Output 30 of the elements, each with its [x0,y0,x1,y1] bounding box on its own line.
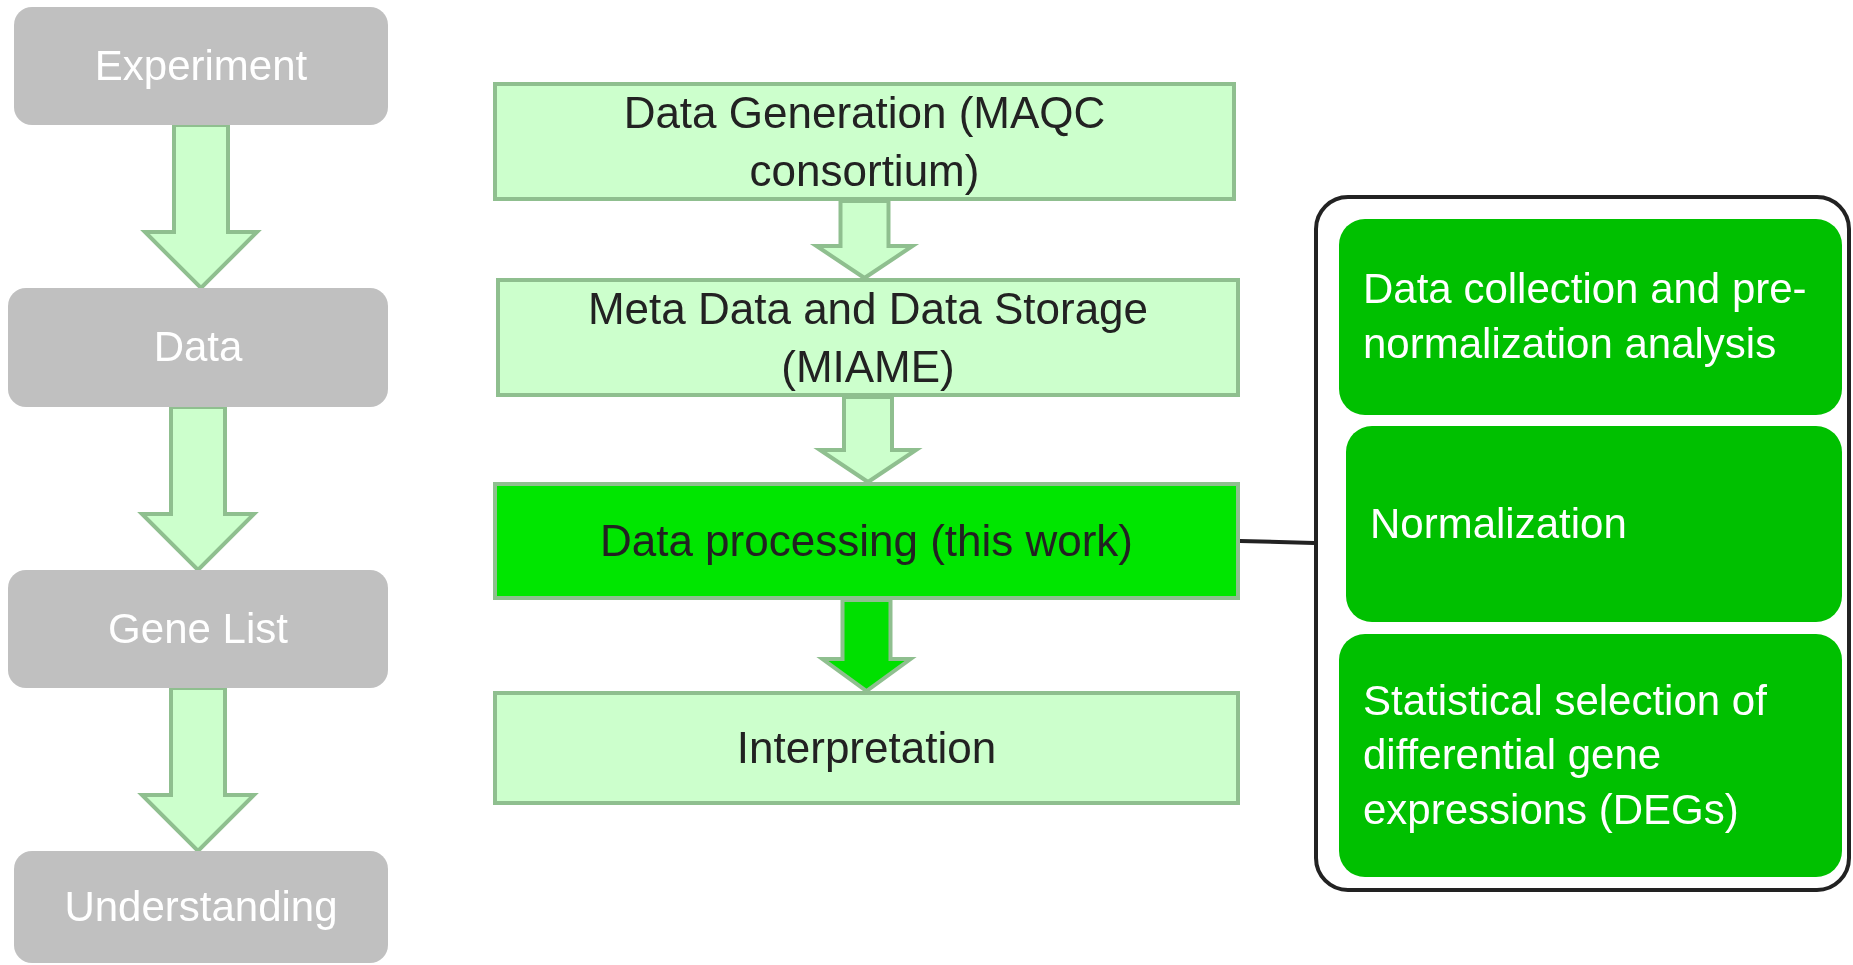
process-box [493,82,1236,201]
node-label: Gene List [108,603,288,654]
process-box [496,278,1240,397]
node-label: Normalization [1370,498,1627,549]
block-arrow [140,123,262,291]
node-label: Data [153,322,243,373]
block-arrow [809,199,920,281]
step-box [14,7,388,125]
step-box [8,288,388,407]
block-arrow [816,598,917,694]
step-box [14,851,388,963]
connector-line [1239,539,1315,545]
node-label: Data processing (this work) [599,515,1134,568]
node-label: Understanding [64,881,338,932]
node-label: Meta Data and Data Storage (MIAME) [586,283,1150,393]
sub-step-box [1339,219,1842,415]
highlighted-process-box [493,482,1240,600]
sub-step-box [1339,634,1842,877]
node-label: Experiment [94,40,308,91]
bracket-panel [1314,195,1851,892]
node-label: Statistical selection of differential gene expressions (DEGs) [1363,675,1768,835]
node-label: Interpretation [736,722,997,775]
block-arrow [137,405,259,573]
step-box [8,570,388,688]
process-box [493,691,1240,805]
node-label: Data collection and pre-normalization analysis [1363,264,1808,369]
sub-step-box [1346,426,1842,622]
block-arrow [137,686,259,854]
node-label: Data Generation (MAQC consortium) [622,87,1107,197]
block-arrow [813,395,923,485]
